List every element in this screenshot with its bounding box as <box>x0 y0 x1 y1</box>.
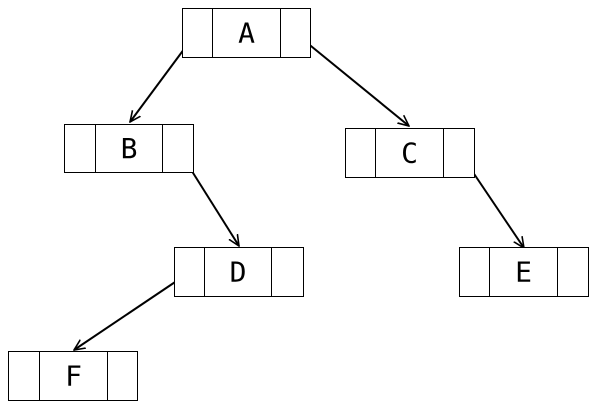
edge-d-f <box>74 271 191 350</box>
left-pointer-field <box>459 247 490 297</box>
right-pointer-field <box>271 247 304 297</box>
node-label: C <box>401 137 418 170</box>
left-pointer-field <box>182 8 213 58</box>
right-pointer-field <box>107 351 138 401</box>
left-pointer-field <box>174 247 205 297</box>
data-field <box>39 351 108 401</box>
right-pointer-field <box>162 124 194 173</box>
right-pointer-field <box>443 128 475 178</box>
tree-node-c: C <box>345 128 475 178</box>
data-field <box>375 128 444 178</box>
node-label: F <box>65 360 82 393</box>
node-label: A <box>238 17 255 50</box>
right-pointer-field <box>280 8 311 58</box>
edges <box>74 32 524 350</box>
node-label: B <box>121 132 138 165</box>
left-pointer-field <box>8 351 40 401</box>
right-pointer-field <box>557 247 589 297</box>
data-field <box>95 124 163 173</box>
data-field <box>204 247 272 297</box>
tree-node-f: F <box>8 351 138 401</box>
data-field <box>212 8 281 58</box>
tree-node-b: B <box>64 124 194 173</box>
node-label: D <box>230 256 247 289</box>
tree-node-a: A <box>182 8 311 58</box>
tree-node-e: E <box>459 247 589 297</box>
node-label: E <box>515 256 532 289</box>
left-pointer-field <box>345 128 376 178</box>
left-pointer-field <box>64 124 96 173</box>
tree-node-d: D <box>174 247 304 297</box>
edge-a-c <box>294 32 409 126</box>
data-field <box>489 247 558 297</box>
